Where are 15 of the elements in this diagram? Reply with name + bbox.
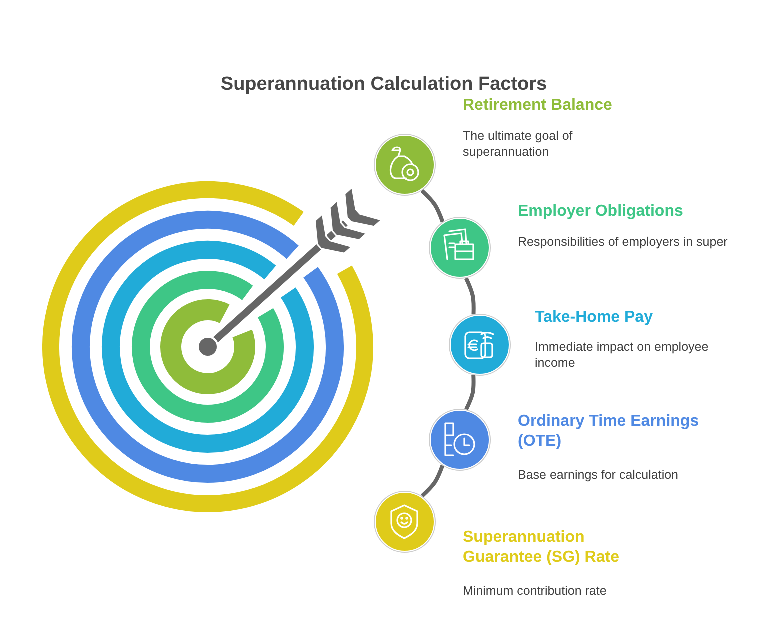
factor-description: Immediate impact on employee income [535, 339, 710, 371]
factor-description: Responsibilities of employers in super [518, 234, 729, 250]
factor-heading: Take-Home Pay [535, 308, 654, 328]
factor-heading: Employer Obligations [518, 202, 684, 222]
factor-description: The ultimate goal of superannuation [463, 128, 574, 160]
factor-description: Minimum contribution rate [463, 583, 608, 599]
connector-line [464, 278, 476, 315]
connector-line [464, 375, 476, 411]
diagram-title: Superannuation Calculation Factors [220, 74, 548, 95]
factor-heading: Superannuation Guarantee (SG) Rate [463, 528, 620, 568]
factor-description: Base earnings for calculation [518, 467, 680, 483]
connector-line [420, 465, 445, 498]
factor-heading: Ordinary Time Earnings (OTE) [518, 412, 700, 452]
connector-line [420, 189, 445, 223]
factor-heading: Retirement Balance [463, 96, 614, 116]
